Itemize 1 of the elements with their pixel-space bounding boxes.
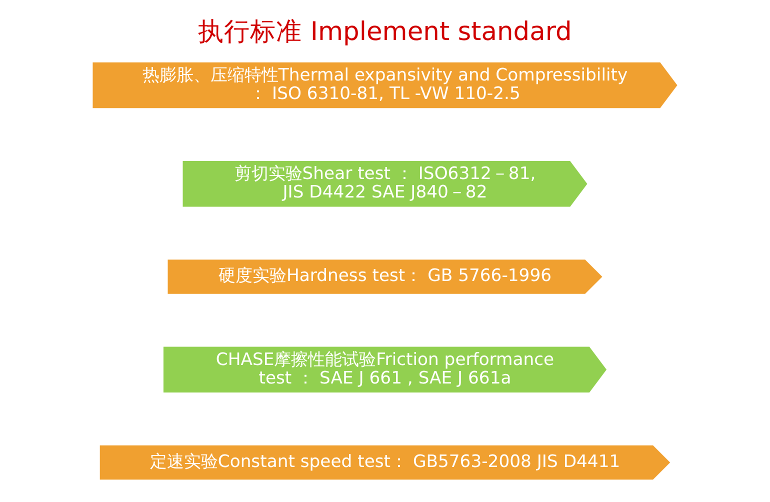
diagram-title: 执行标准 Implement standard <box>198 17 572 48</box>
